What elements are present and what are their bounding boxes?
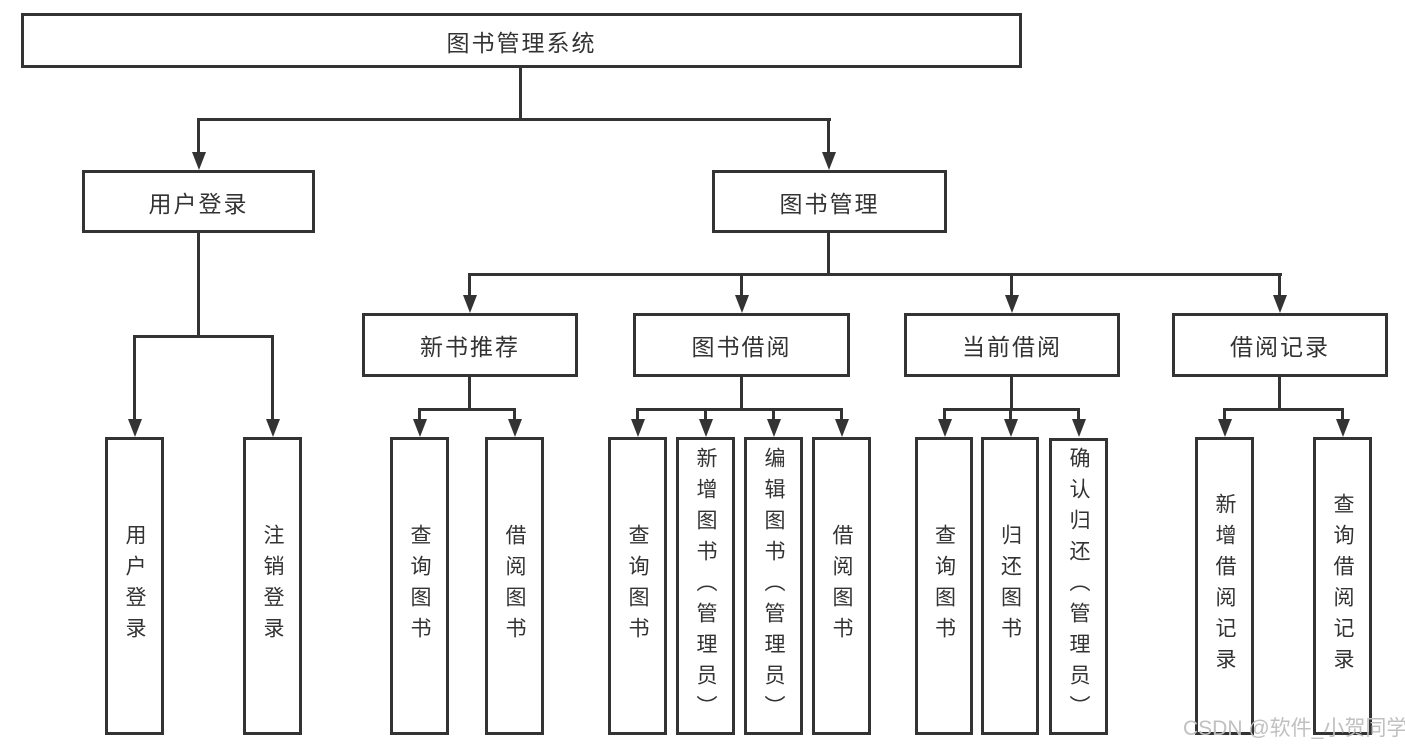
connector-arrow-borrowing-stem — [740, 273, 743, 295]
leaf-borrow-books-label: 借阅图书 — [830, 524, 853, 648]
connector-user-login-stem — [197, 233, 200, 335]
connector-root-bar — [198, 118, 831, 121]
connector-recommend-bar — [418, 408, 516, 411]
connector-borrowing-bar — [636, 408, 843, 411]
connector-arrow-leaf-logout-stem — [271, 335, 274, 419]
leaf-recommend-query-books: 查询图书 — [390, 437, 449, 735]
node-user-login-label: 用户登录 — [148, 190, 249, 217]
leaf-logout-label: 注销登录 — [261, 524, 284, 648]
connector-records-bar — [1223, 408, 1343, 411]
connector-current-stem — [1010, 377, 1013, 408]
connector-arrow-current-query-stem — [943, 408, 946, 419]
arrowhead-leaf-logout — [266, 419, 280, 437]
leaf-return-books-label: 归还图书 — [998, 524, 1022, 648]
connector-arrow-recommend-stem — [468, 273, 471, 295]
arrowhead-recommend-query — [413, 419, 427, 437]
arrowhead-recommend — [463, 295, 477, 313]
leaf-edit-books-admin: 编辑图书（管理员） — [744, 437, 803, 735]
arrowhead-leaf-login — [128, 419, 142, 437]
connector-arrow-leaf-login-stem — [133, 335, 136, 419]
connector-arrow-user-login-stem — [197, 118, 200, 152]
connector-arrow-current-return-stem — [1009, 408, 1012, 419]
node-borrowing-records: 借阅记录 — [1172, 313, 1388, 377]
leaf-current-query-books: 查询图书 — [915, 437, 973, 735]
leaf-current-query-books-label: 查询图书 — [932, 524, 956, 648]
leaf-confirm-return-admin: 确认归还（管理员） — [1049, 438, 1108, 735]
leaf-borrow-books: 借阅图书 — [812, 437, 871, 735]
leaf-add-borrow-record: 新增借阅记录 — [1195, 437, 1254, 735]
leaf-user-login-label: 用户登录 — [123, 524, 146, 648]
leaf-edit-books-admin-label: 编辑图书（管理员） — [762, 446, 785, 726]
connector-book-management-bar — [468, 273, 1282, 276]
node-new-book-recommendation: 新书推荐 — [362, 313, 578, 377]
arrowhead-current-return — [1004, 419, 1018, 437]
arrowhead-records — [1273, 295, 1287, 313]
leaf-recommend-borrow-books: 借阅图书 — [485, 437, 544, 735]
leaf-add-books-admin: 新增图书（管理员） — [676, 437, 735, 735]
arrowhead-current — [1005, 295, 1019, 313]
node-book-borrowing-label: 图书借阅 — [691, 334, 792, 360]
connector-borrowing-stem — [740, 377, 743, 408]
arrowhead-records-query — [1336, 419, 1350, 437]
arrowhead-current-confirm — [1072, 419, 1086, 437]
node-current-borrowing: 当前借阅 — [904, 313, 1120, 377]
node-borrowing-records-label: 借阅记录 — [1230, 334, 1330, 360]
node-book-management-label: 图书管理 — [779, 190, 880, 217]
arrowhead-records-add — [1218, 419, 1232, 437]
leaf-add-books-admin-label: 新增图书（管理员） — [694, 446, 717, 726]
connector-arrow-current-confirm-stem — [1077, 408, 1080, 419]
connector-arrow-borrowing-query-stem — [636, 408, 639, 419]
leaf-recommend-borrow-books-label: 借阅图书 — [503, 524, 526, 648]
node-current-borrowing-label: 当前借阅 — [962, 334, 1062, 360]
node-library-system-label: 图书管理系统 — [446, 29, 597, 56]
leaf-borrow-query-books: 查询图书 — [608, 437, 667, 735]
watermark: CSDN @软件_小贺同学 — [1183, 717, 1405, 740]
arrowhead-user-login — [192, 152, 206, 170]
leaf-user-login: 用户登录 — [105, 437, 164, 735]
connector-arrow-records-add-stem — [1223, 408, 1226, 419]
leaf-logout: 注销登录 — [243, 437, 302, 735]
connector-user-login-bar — [133, 335, 274, 338]
leaf-query-borrow-record-label: 查询借阅记录 — [1331, 493, 1354, 679]
connector-arrow-records-query-stem — [1341, 408, 1344, 419]
leaf-query-borrow-record: 查询借阅记录 — [1313, 437, 1372, 735]
node-book-borrowing: 图书借阅 — [633, 313, 850, 377]
node-user-login: 用户登录 — [82, 170, 315, 233]
connector-recommend-stem — [468, 377, 471, 408]
connector-root-stem — [519, 68, 522, 118]
arrowhead-borrowing-edit — [767, 419, 781, 437]
connector-arrow-recommend-borrow-stem — [513, 408, 516, 419]
arrowhead-borrowing — [735, 295, 749, 313]
arrowhead-book-management — [822, 152, 836, 170]
connector-arrow-records-stem — [1278, 273, 1281, 295]
node-book-management: 图书管理 — [712, 170, 947, 233]
connector-arrow-borrowing-edit-stem — [772, 408, 775, 419]
node-new-book-recommendation-label: 新书推荐 — [420, 334, 520, 360]
leaf-recommend-query-books-label: 查询图书 — [408, 524, 431, 648]
leaf-confirm-return-admin-label: 确认归还（管理员） — [1067, 447, 1090, 726]
connector-records-stem — [1278, 377, 1281, 408]
arrowhead-recommend-borrow — [508, 419, 522, 437]
connector-arrow-current-stem — [1010, 273, 1013, 295]
connector-book-management-stem — [827, 233, 830, 273]
arrowhead-borrowing-borrow — [835, 419, 849, 437]
arrowhead-borrowing-query — [631, 419, 645, 437]
leaf-add-borrow-record-label: 新增借阅记录 — [1213, 493, 1236, 679]
connector-arrow-borrowing-borrow-stem — [840, 408, 843, 419]
arrowhead-current-query — [938, 419, 952, 437]
leaf-return-books: 归还图书 — [981, 437, 1039, 735]
connector-arrow-borrowing-add-stem — [704, 408, 707, 419]
arrowhead-borrowing-add — [699, 419, 713, 437]
leaf-borrow-query-books-label: 查询图书 — [626, 524, 649, 648]
connector-arrow-book-management-stem — [827, 118, 830, 152]
node-library-system: 图书管理系统 — [21, 13, 1022, 68]
connector-arrow-recommend-query-stem — [418, 408, 421, 419]
